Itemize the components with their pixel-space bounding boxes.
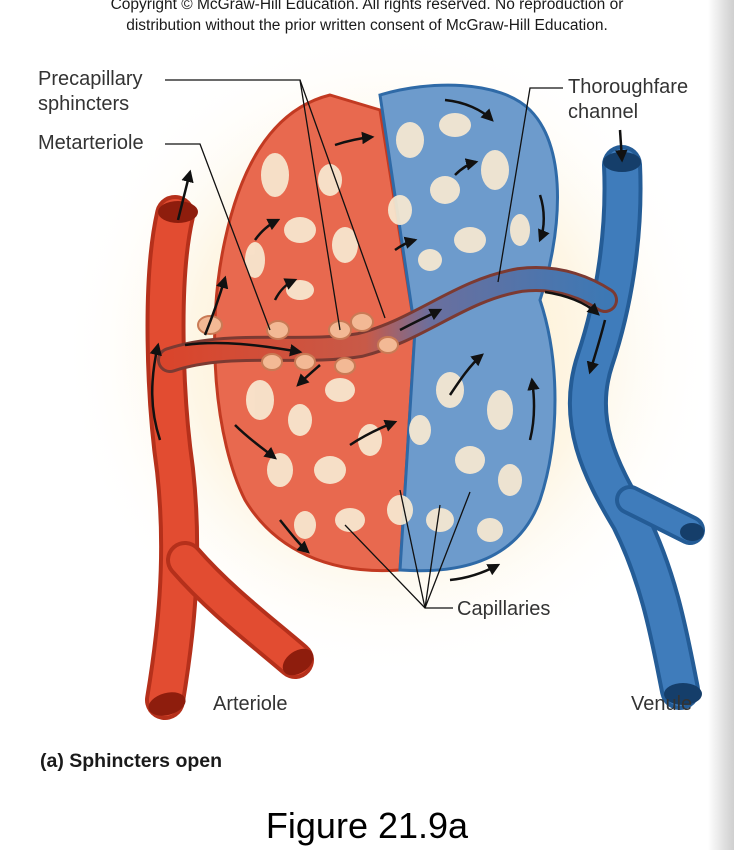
label-capillaries: Capillaries: [457, 598, 551, 620]
venule: [567, 145, 705, 710]
sphincter: [266, 320, 290, 340]
sphincter: [261, 353, 283, 371]
label-thoroughfare-channel: Thoroughfare channel: [568, 75, 688, 125]
label-precapillary-line1: Precapillary: [38, 68, 143, 90]
label-venule: Venule: [631, 693, 693, 715]
label-metarteriole: Metarteriole: [38, 132, 144, 154]
label-thoroughfare-line1: Thoroughfare: [568, 76, 689, 98]
arteriole: [145, 195, 314, 720]
sphincter: [377, 336, 399, 354]
sphincter: [334, 357, 356, 375]
copyright-notice: Copyright © McGraw-Hill Education. All r…: [0, 0, 734, 36]
figure-caption: (a) Sphincters open: [40, 750, 223, 772]
leader-lines: [165, 79, 563, 609]
capillary-bed-diagram: [60, 40, 720, 720]
sphincter: [350, 312, 374, 332]
label-precapillary-line2: sphincters: [38, 93, 130, 115]
copyright-line-1: Copyright © McGraw-Hill Education. All r…: [110, 0, 624, 13]
sphincter: [294, 353, 316, 371]
label-precapillary-sphincters: Precapillary sphincters: [38, 67, 142, 117]
label-arteriole: Arteriole: [213, 693, 288, 715]
copyright-line-2: distribution without the prior written c…: [126, 17, 608, 34]
capillary-bed-venous-half: [378, 83, 559, 573]
figure-title: Figure 21.9a: [265, 805, 469, 846]
flow-arrows: [149, 98, 628, 582]
page-edge-shadow: [708, 0, 734, 850]
label-thoroughfare-line2: channel: [568, 101, 639, 123]
precapillary-sphincters: [197, 312, 399, 375]
